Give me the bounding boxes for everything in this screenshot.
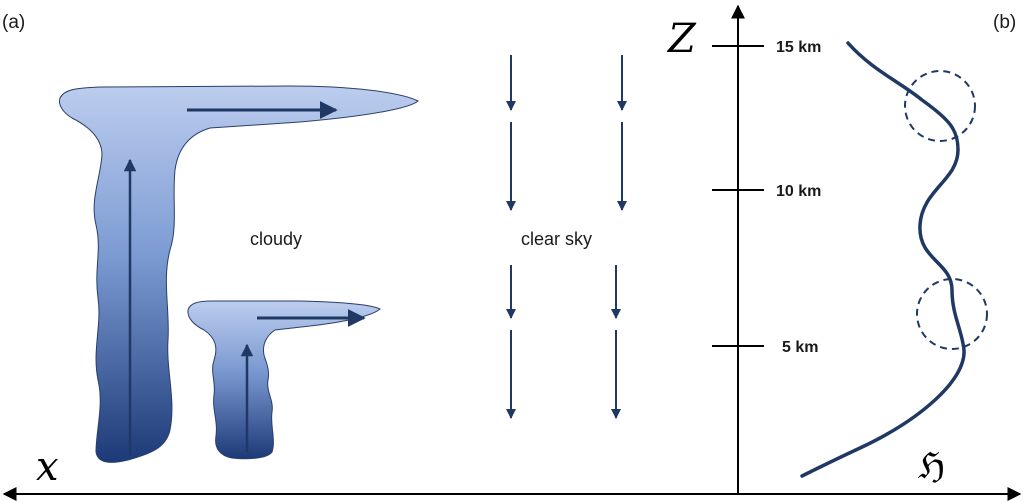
tick-label-10km: 10 km [776, 183, 821, 200]
panel-b-label: (b) [993, 12, 1016, 33]
profile-axis-label: ℌ [918, 446, 945, 487]
tick-label-5km: 5 km [782, 339, 818, 356]
x-axis-label: x [36, 444, 59, 490]
inflection-circle-upper [904, 70, 976, 142]
panel-a-label: (a) [2, 12, 25, 33]
tick-label-15km: 15 km [776, 39, 821, 56]
small-cloud [187, 300, 381, 460]
clear-sky-label: clear sky [521, 229, 592, 249]
inflection-circle-lower [916, 278, 988, 350]
cloudy-label: cloudy [250, 229, 302, 249]
large-cloud [59, 85, 419, 463]
z-axis-label: Z [666, 16, 697, 62]
profile-curve [800, 41, 966, 478]
